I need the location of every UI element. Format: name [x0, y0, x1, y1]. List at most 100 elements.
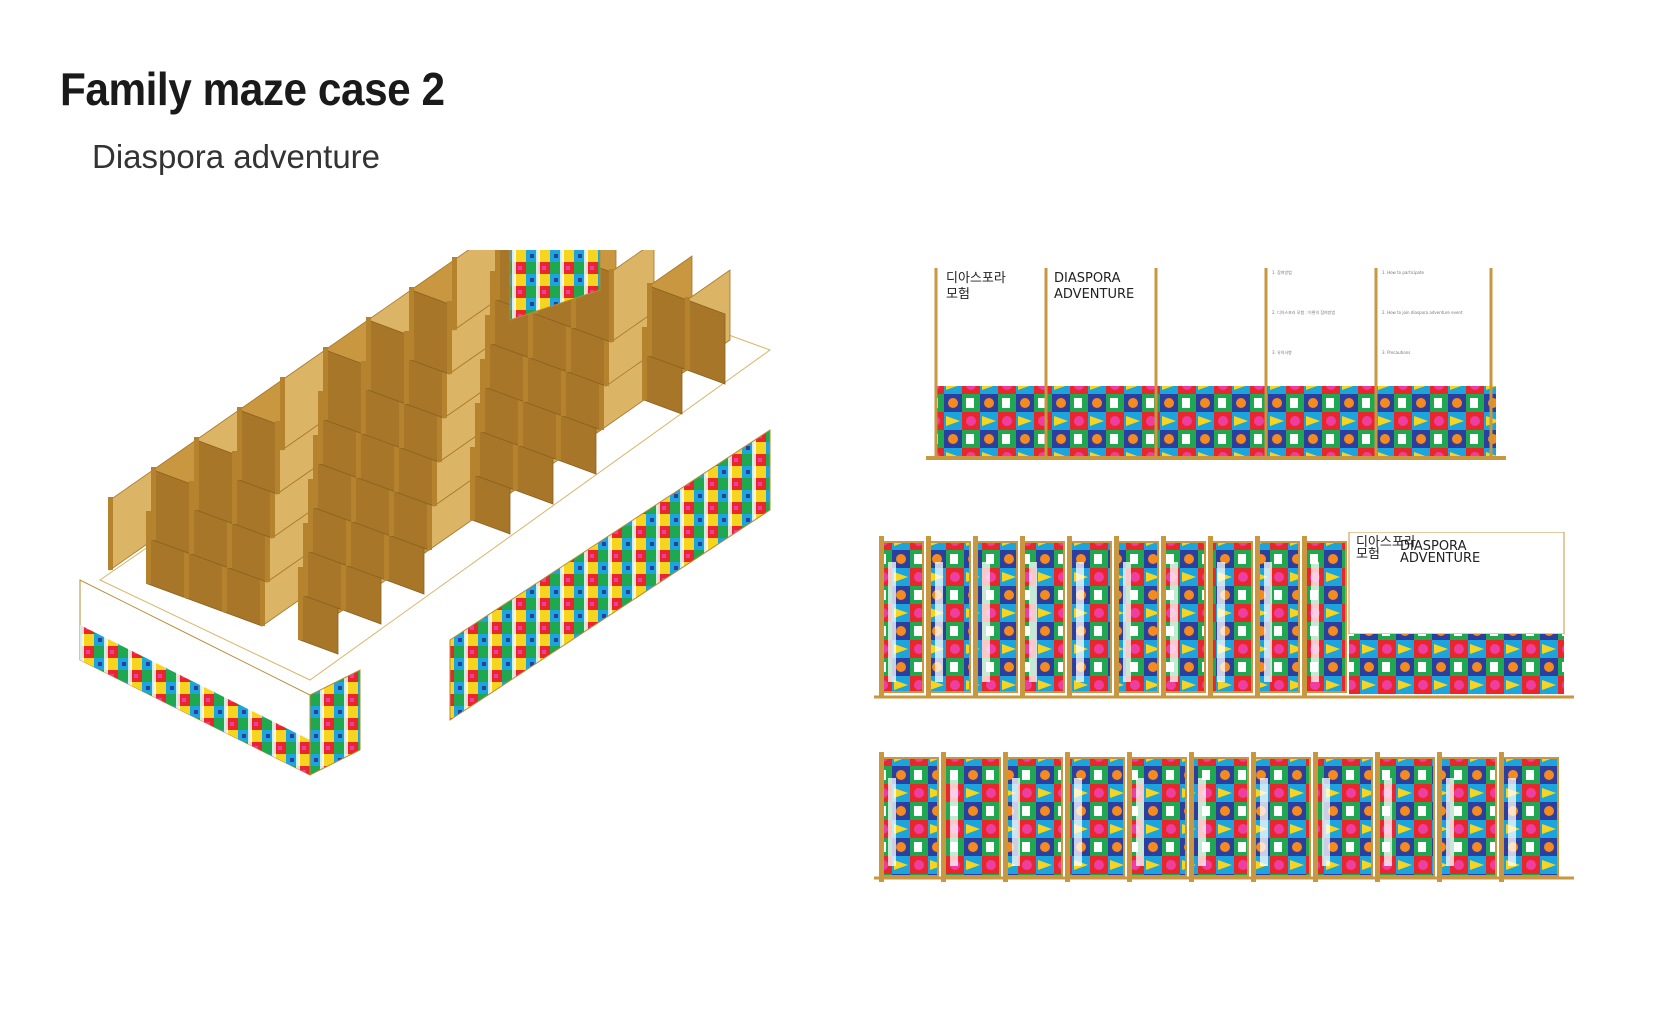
wall-post	[1375, 752, 1380, 882]
side-elevation-bottom	[874, 752, 1574, 882]
wall-highlight-stripe	[1260, 778, 1268, 866]
wall-post	[1437, 752, 1442, 882]
wall-post	[1313, 752, 1318, 882]
maze-post	[518, 373, 523, 446]
maze-wall-panel	[367, 319, 407, 405]
maze-wall-panel	[238, 409, 278, 495]
wall-highlight-stripe	[1012, 778, 1020, 866]
wall-highlight-stripe	[1311, 562, 1319, 682]
maze-post	[404, 331, 409, 404]
wall-highlight-stripe	[1074, 778, 1082, 866]
maze-post	[298, 567, 303, 640]
maze-post	[341, 537, 346, 610]
side-panel-korean-line2: 모험	[1356, 547, 1380, 562]
maze-post	[485, 315, 490, 388]
maze-wall-panel	[410, 289, 450, 375]
maze-wall-panel	[686, 299, 726, 385]
page-subtitle: Diaspora adventure	[92, 138, 381, 175]
maze-post	[323, 347, 328, 420]
wall-post	[1189, 752, 1194, 882]
wall-highlight-stripe	[1322, 778, 1330, 866]
wall-highlight-stripe	[1264, 562, 1272, 682]
maze-wall-panel	[324, 349, 364, 435]
maze-post	[437, 389, 442, 462]
wall-highlight-stripe	[1170, 562, 1178, 682]
front-panel-korean-line2: 모험	[946, 287, 970, 302]
maze-post	[184, 525, 189, 598]
side-elevation-top: 디아스포라 모험 DIASPORA ADVENTURE	[874, 532, 1574, 699]
maze-post	[495, 250, 500, 300]
wall-post	[879, 536, 884, 698]
wall-highlight-stripe	[1198, 778, 1206, 866]
side-panel-english-line2: ADVENTURE	[1400, 551, 1480, 566]
maze-post	[260, 553, 265, 626]
wall-highlight-stripe	[950, 778, 958, 866]
info-korean-3: 3. 유의사항	[1272, 349, 1292, 355]
maze-post	[528, 285, 533, 358]
info-korean-2: 2. 디아스포라 모험 : 이편의 참여방법	[1272, 309, 1335, 315]
maze-post	[222, 539, 227, 612]
maze-post	[303, 523, 308, 596]
maze-post	[609, 269, 614, 342]
maze-post	[237, 407, 242, 480]
maze-wall-panel	[152, 469, 192, 555]
wall-post	[1499, 752, 1504, 882]
maze-post	[389, 463, 394, 536]
maze-post	[427, 477, 432, 550]
side-panel-korean-line1: 디아스포라	[1356, 535, 1416, 550]
wall-highlight-stripe	[1076, 562, 1084, 682]
maze-post	[270, 465, 275, 538]
wall-highlight-stripe	[888, 562, 896, 682]
wall-post	[1161, 536, 1166, 698]
front-panel-korean-line1: 디아스포라	[946, 271, 1006, 286]
maze-axonometric-view	[79, 250, 772, 776]
maze-post	[566, 299, 571, 372]
side-panel-english-line1: DIASPORA	[1400, 539, 1467, 554]
wall-post	[973, 536, 978, 698]
maze-post	[384, 507, 389, 580]
maze-post	[346, 493, 351, 566]
maze-post	[366, 317, 371, 390]
info-english-2: 2. How to join diaspora adventure event	[1382, 310, 1463, 315]
wall-post	[1255, 536, 1260, 698]
wall-highlight-stripe	[1217, 562, 1225, 682]
maze-post	[108, 497, 113, 570]
maze-post	[275, 421, 280, 494]
maze-post	[470, 447, 475, 520]
maze-post	[308, 479, 313, 552]
wall-highlight-stripe	[982, 562, 990, 682]
info-english-3: 3. Precautions	[1382, 350, 1410, 355]
wall-highlight-stripe	[935, 562, 943, 682]
maze-post	[685, 297, 690, 370]
maze-post	[399, 375, 404, 448]
maze-post	[194, 437, 199, 510]
maze-wall-panel	[648, 285, 688, 371]
maze-post	[313, 435, 318, 508]
maze-post	[432, 433, 437, 506]
wall-post	[1114, 536, 1119, 698]
wall-highlight-stripe	[1123, 562, 1131, 682]
maze-post	[227, 495, 232, 568]
maze-post	[442, 345, 447, 418]
front-panel-english-line2: ADVENTURE	[1054, 287, 1134, 302]
maze-post	[318, 391, 323, 464]
wall-highlight-stripe	[888, 778, 896, 866]
maze-post	[356, 405, 361, 478]
maze-post	[189, 481, 194, 554]
maze-post	[513, 417, 518, 490]
maze-post	[280, 377, 285, 450]
wall-post	[1127, 752, 1132, 882]
maze-post	[265, 509, 270, 582]
wall-highlight-stripe	[1384, 778, 1392, 866]
maze-post	[647, 283, 652, 356]
maze-wall-panel	[195, 439, 235, 525]
wall-post	[941, 752, 946, 882]
maze-post	[452, 257, 457, 330]
wall-highlight-stripe	[1136, 778, 1144, 866]
maze-post	[556, 387, 561, 460]
maze-post	[642, 327, 647, 400]
maze-post	[394, 419, 399, 492]
maze-post	[475, 403, 480, 476]
maze-post	[523, 329, 528, 402]
wall-highlight-stripe	[1446, 778, 1454, 866]
